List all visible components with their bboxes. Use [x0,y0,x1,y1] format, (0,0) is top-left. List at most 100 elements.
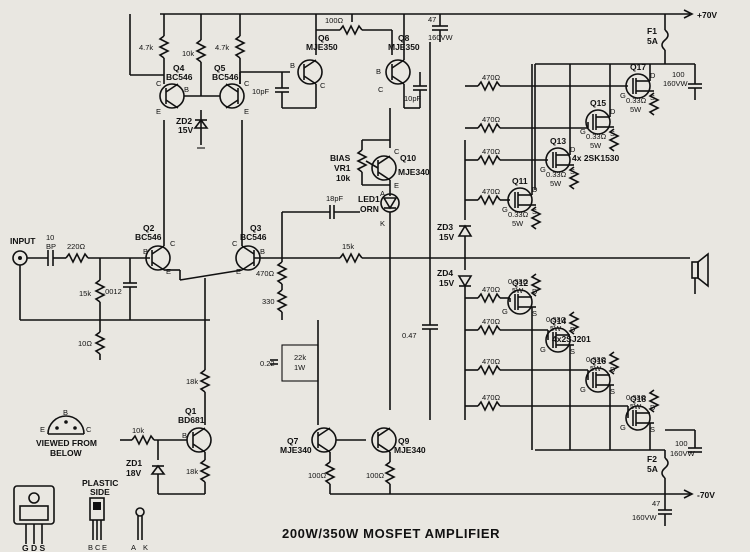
q9-part: MJE340 [394,445,426,455]
q4-pin-b: B [184,85,189,94]
bias-value: 10k [336,173,350,183]
lower-1-mosfet-label: Q14 [550,316,566,326]
upper-2-source-resistor [608,128,620,152]
q3-pin-e: E [236,267,241,276]
q2-pin-c: C [170,239,176,248]
pinout-bce-e: E [102,543,107,552]
q4-pin-c: C [156,79,162,88]
upper-2-pin-d: D [610,107,616,116]
q2-name: Q2 [143,223,155,233]
zd1-value: 18V [126,468,141,478]
q10-pin-c: C [394,147,400,156]
q2-pin-b: B [143,247,148,256]
lower-3-pin-s: S [650,425,655,434]
upper-2-source-resistor-value: 0.33Ω [586,132,607,141]
upper-0-gate-resistor [477,194,501,206]
upper-2-mosfet-body [585,109,611,135]
lower-0-source-resistor-value: 0.33Ω [508,277,529,286]
lower-2-mosfet-label: Q16 [590,356,606,366]
upper-2-gate-resistor [477,122,501,134]
pinout-c: C [86,425,92,434]
q4-pin-e: E [156,107,161,116]
zd3-value: 15V [439,232,454,242]
r10k-q1: 10k [132,426,144,435]
lower-3-mosfet-label: Q18 [630,394,646,404]
q6-pin-c: C [320,81,326,90]
lower-2-gate-resistor [477,364,501,376]
lower-1-source-resistor [568,311,580,335]
upper-1-pin-d: D [570,145,576,154]
c100-top-value: 100 [672,70,685,79]
upper-2-pin-g: G [580,127,586,136]
gds-pins: G D S [22,543,45,552]
zd3-name: ZD3 [437,222,453,232]
c47-bot-value: 47 [652,499,660,508]
q8-pin-c: C [378,85,384,94]
q7-name: Q7 [287,436,299,446]
upper-0-mosfet-label: Q11 [512,176,528,186]
q7-part: MJE340 [280,445,312,455]
q8-pin-b: B [376,67,381,76]
q3-pin-b: B [260,247,265,256]
lower-2-source-resistor [608,351,620,375]
bias-ref: VR1 [334,163,351,173]
upper-3-source-resistor-value: 0.33Ω [626,96,647,105]
output-stage: 470ΩQ11GDS0.33Ω5W470ΩQ13GDS0.33Ω5W470ΩQ1… [465,62,660,450]
side-label: SIDE [90,487,110,497]
lower-3-gate-resistor [477,400,501,412]
pinout-k: K [143,543,148,552]
q2-pin-e: E [166,267,171,276]
r18k-a: 18k [186,377,198,386]
input-cap-type: BP [46,242,56,251]
upper-1-gate-resistor-label: 470Ω [482,147,501,156]
upper-0-gate-resistor-label: 470Ω [482,187,501,196]
lower-0-source-resistor [530,273,542,297]
c100-top-rating: 160VW [663,79,689,88]
upper-3-gate-resistor-label: 470Ω [482,73,501,82]
upper-mosfet-part: 4x 2SK1530 [572,153,620,163]
led-pin-a: A [380,189,385,198]
upper-3-pin-d: D [650,71,656,80]
f1-rating: 5A [647,36,658,46]
upper-2-mosfet-label: Q15 [590,98,606,108]
c100-bot-value: 100 [675,439,688,448]
lower-0-mosfet-label: Q12 [512,278,528,288]
upper-1-gate-resistor [477,154,501,166]
q10-part: MJE340 [398,167,430,177]
q3-part: BC546 [240,232,267,242]
q6-name: Q6 [318,33,330,43]
q1-part: BD681 [178,415,205,425]
lower-1-gate-resistor [477,324,501,336]
lower-2-source-resistor-value: 0.33Ω [586,355,607,364]
q2-part: BC546 [135,232,162,242]
zd2-name: ZD2 [176,116,192,126]
r22k-rating: 1W [294,363,306,372]
upper-0-pin-g: G [502,205,508,214]
zd4-name: ZD4 [437,268,453,278]
lower-3-mosfet-body [625,405,651,431]
lower-1-pin-g: G [540,345,546,354]
c10pf-b: 10pF [404,94,422,103]
lower-0-pin-s: S [532,309,537,318]
lower-1-mosfet-body [545,327,571,353]
upper-1-source-resistor [568,166,580,190]
lower-0-mosfet-body [507,289,533,315]
lower-3-source-resistor-value: 0.33Ω [626,393,647,402]
lower-1-source-resistor-value: 0.33Ω [546,315,567,324]
c47-bot-rating: 160VW [632,513,658,522]
lower-2-pin-s: S [610,387,615,396]
upper-1-source-resistor-rating: 5W [550,179,562,188]
lower-2-gate-resistor-label: 470Ω [482,357,501,366]
r330: 330 [262,297,275,306]
led-color: ORN [360,204,379,214]
q5-part: BC546 [212,72,239,82]
upper-0-mosfet-body [507,187,533,213]
zd4-value: 15V [439,278,454,288]
q6-pin-b: B [290,61,295,70]
pinout-bce-b: B [88,543,93,552]
f2-rating: 5A [647,464,658,474]
upper-3-mosfet-body [625,73,651,99]
lower-3-source-resistor-rating: 5W [630,402,642,411]
negative-rail-label: -70V [697,490,715,500]
